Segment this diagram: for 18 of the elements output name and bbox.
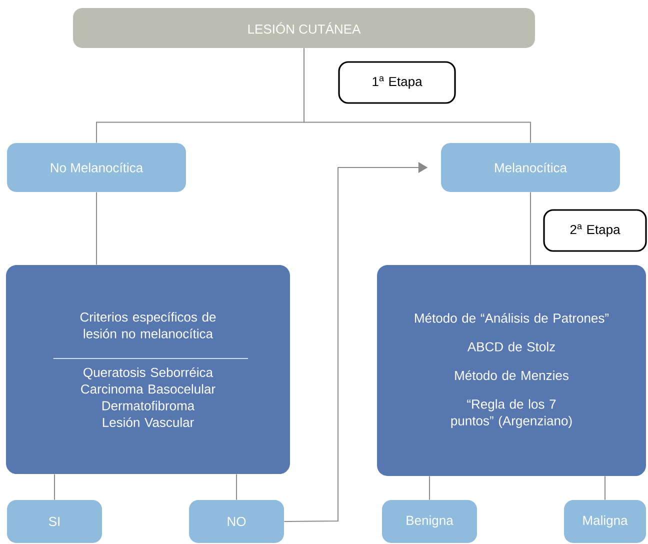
category-box: No Melanocítica	[7, 143, 186, 192]
connector	[429, 476, 430, 500]
result-box: SI	[7, 500, 102, 543]
connector	[236, 474, 237, 500]
result-box: NO	[189, 500, 284, 543]
connector	[54, 474, 55, 500]
title-box: LESIÓN CUTÁNEA	[73, 8, 535, 48]
connector	[530, 192, 531, 266]
result-box: Maligna	[564, 500, 646, 543]
connector	[304, 48, 531, 144]
stage-tag: 2$^{a}$ Etapa	[543, 209, 647, 252]
connector	[96, 192, 97, 266]
criteria-box: Criterios específicos de lesión no melanocítica Queratosis Seborréica Carcinoma Basocelular Dermatofibroma Lesión Vascular	[6, 265, 290, 474]
result-box: Benigna	[382, 500, 477, 543]
methods-box: Método de “Análisis de Patrones” ABCD de Stolz Método de Menzies “Regla de los 7 puntos” (Argenziano)	[377, 265, 646, 476]
stage-tag: 1$^{a}$ Etapa	[338, 61, 456, 104]
category-box: Melanocítica	[441, 143, 620, 192]
connector	[604, 476, 606, 500]
